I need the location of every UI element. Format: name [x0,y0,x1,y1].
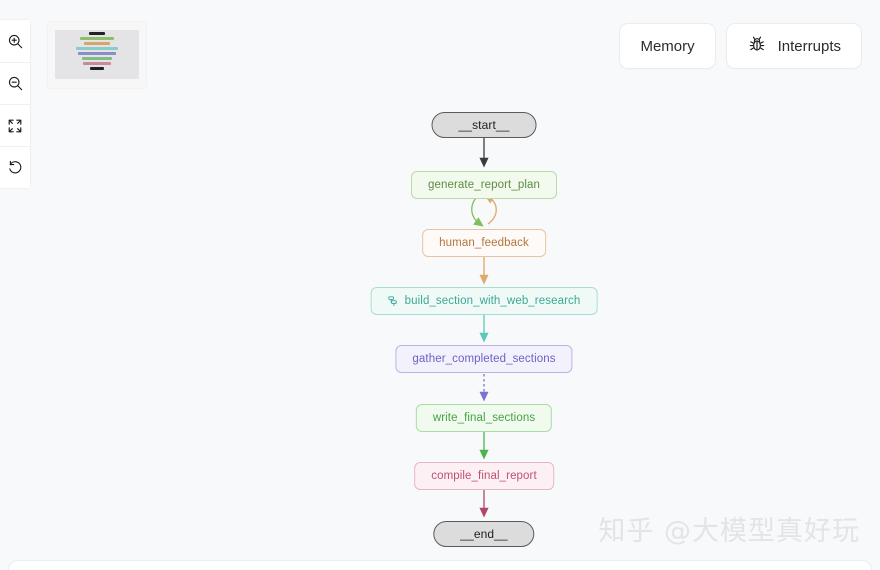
reset-button[interactable] [0,146,30,188]
bottom-sheet-edge [8,560,872,570]
graph-node-label: __start__ [458,118,510,132]
graph-node-generate-report-plan[interactable]: generate_report_plan [411,171,557,199]
memory-button[interactable]: Memory [619,23,716,69]
graph-node-build-section-with-web-research[interactable]: build_section_with_web_research [370,287,598,315]
interrupts-button-label: Interrupts [777,37,841,55]
reset-icon [7,159,24,176]
zoom-out-button[interactable] [0,62,30,104]
graph-node-label: generate_report_plan [428,179,540,191]
minimap-bar [78,52,116,55]
minimap-bar [80,37,114,40]
minimap-bar [89,32,105,35]
minimap-bar [82,57,112,60]
graph-node-label: compile_final_report [431,470,537,482]
minimap[interactable] [48,22,146,88]
zoom-in-button[interactable] [0,20,30,62]
subgraph-icon [388,295,399,307]
graph-node-human-feedback[interactable]: human_feedback [422,229,546,257]
interrupts-button[interactable]: Interrupts [725,23,862,69]
fit-view-button[interactable] [0,104,30,146]
zoom-in-icon [7,33,24,50]
graph-node-label: __end__ [460,527,508,541]
memory-button-label: Memory [640,37,695,55]
bug-icon [747,34,767,58]
graph-node-write-final-sections[interactable]: write_final_sections [415,404,553,432]
minimap-bar [84,42,110,45]
top-actions-bar: Memory Interrupts [619,23,862,69]
graph-node-end[interactable]: __end__ [433,521,535,547]
minimap-bar [76,47,118,50]
graph-node-compile-final-report[interactable]: compile_final_report [414,462,554,490]
graph-node-start[interactable]: __start__ [431,112,537,138]
minimap-node-bars [48,32,146,70]
graph-node-label: human_feedback [439,237,529,249]
canvas-toolbar [0,20,30,188]
minimap-bar [83,62,111,65]
graph-node-label: write_final_sections [432,412,536,424]
minimap-bar [90,67,104,70]
graph-node-label: gather_completed_sections [412,353,556,365]
fit-view-icon [7,118,23,134]
watermark: 知乎 @大模型真好玩 [598,516,860,547]
graph-node-label: build_section_with_web_research [404,295,581,307]
zoom-out-icon [7,75,24,92]
graph-node-gather-completed-sections[interactable]: gather_completed_sections [395,345,573,373]
